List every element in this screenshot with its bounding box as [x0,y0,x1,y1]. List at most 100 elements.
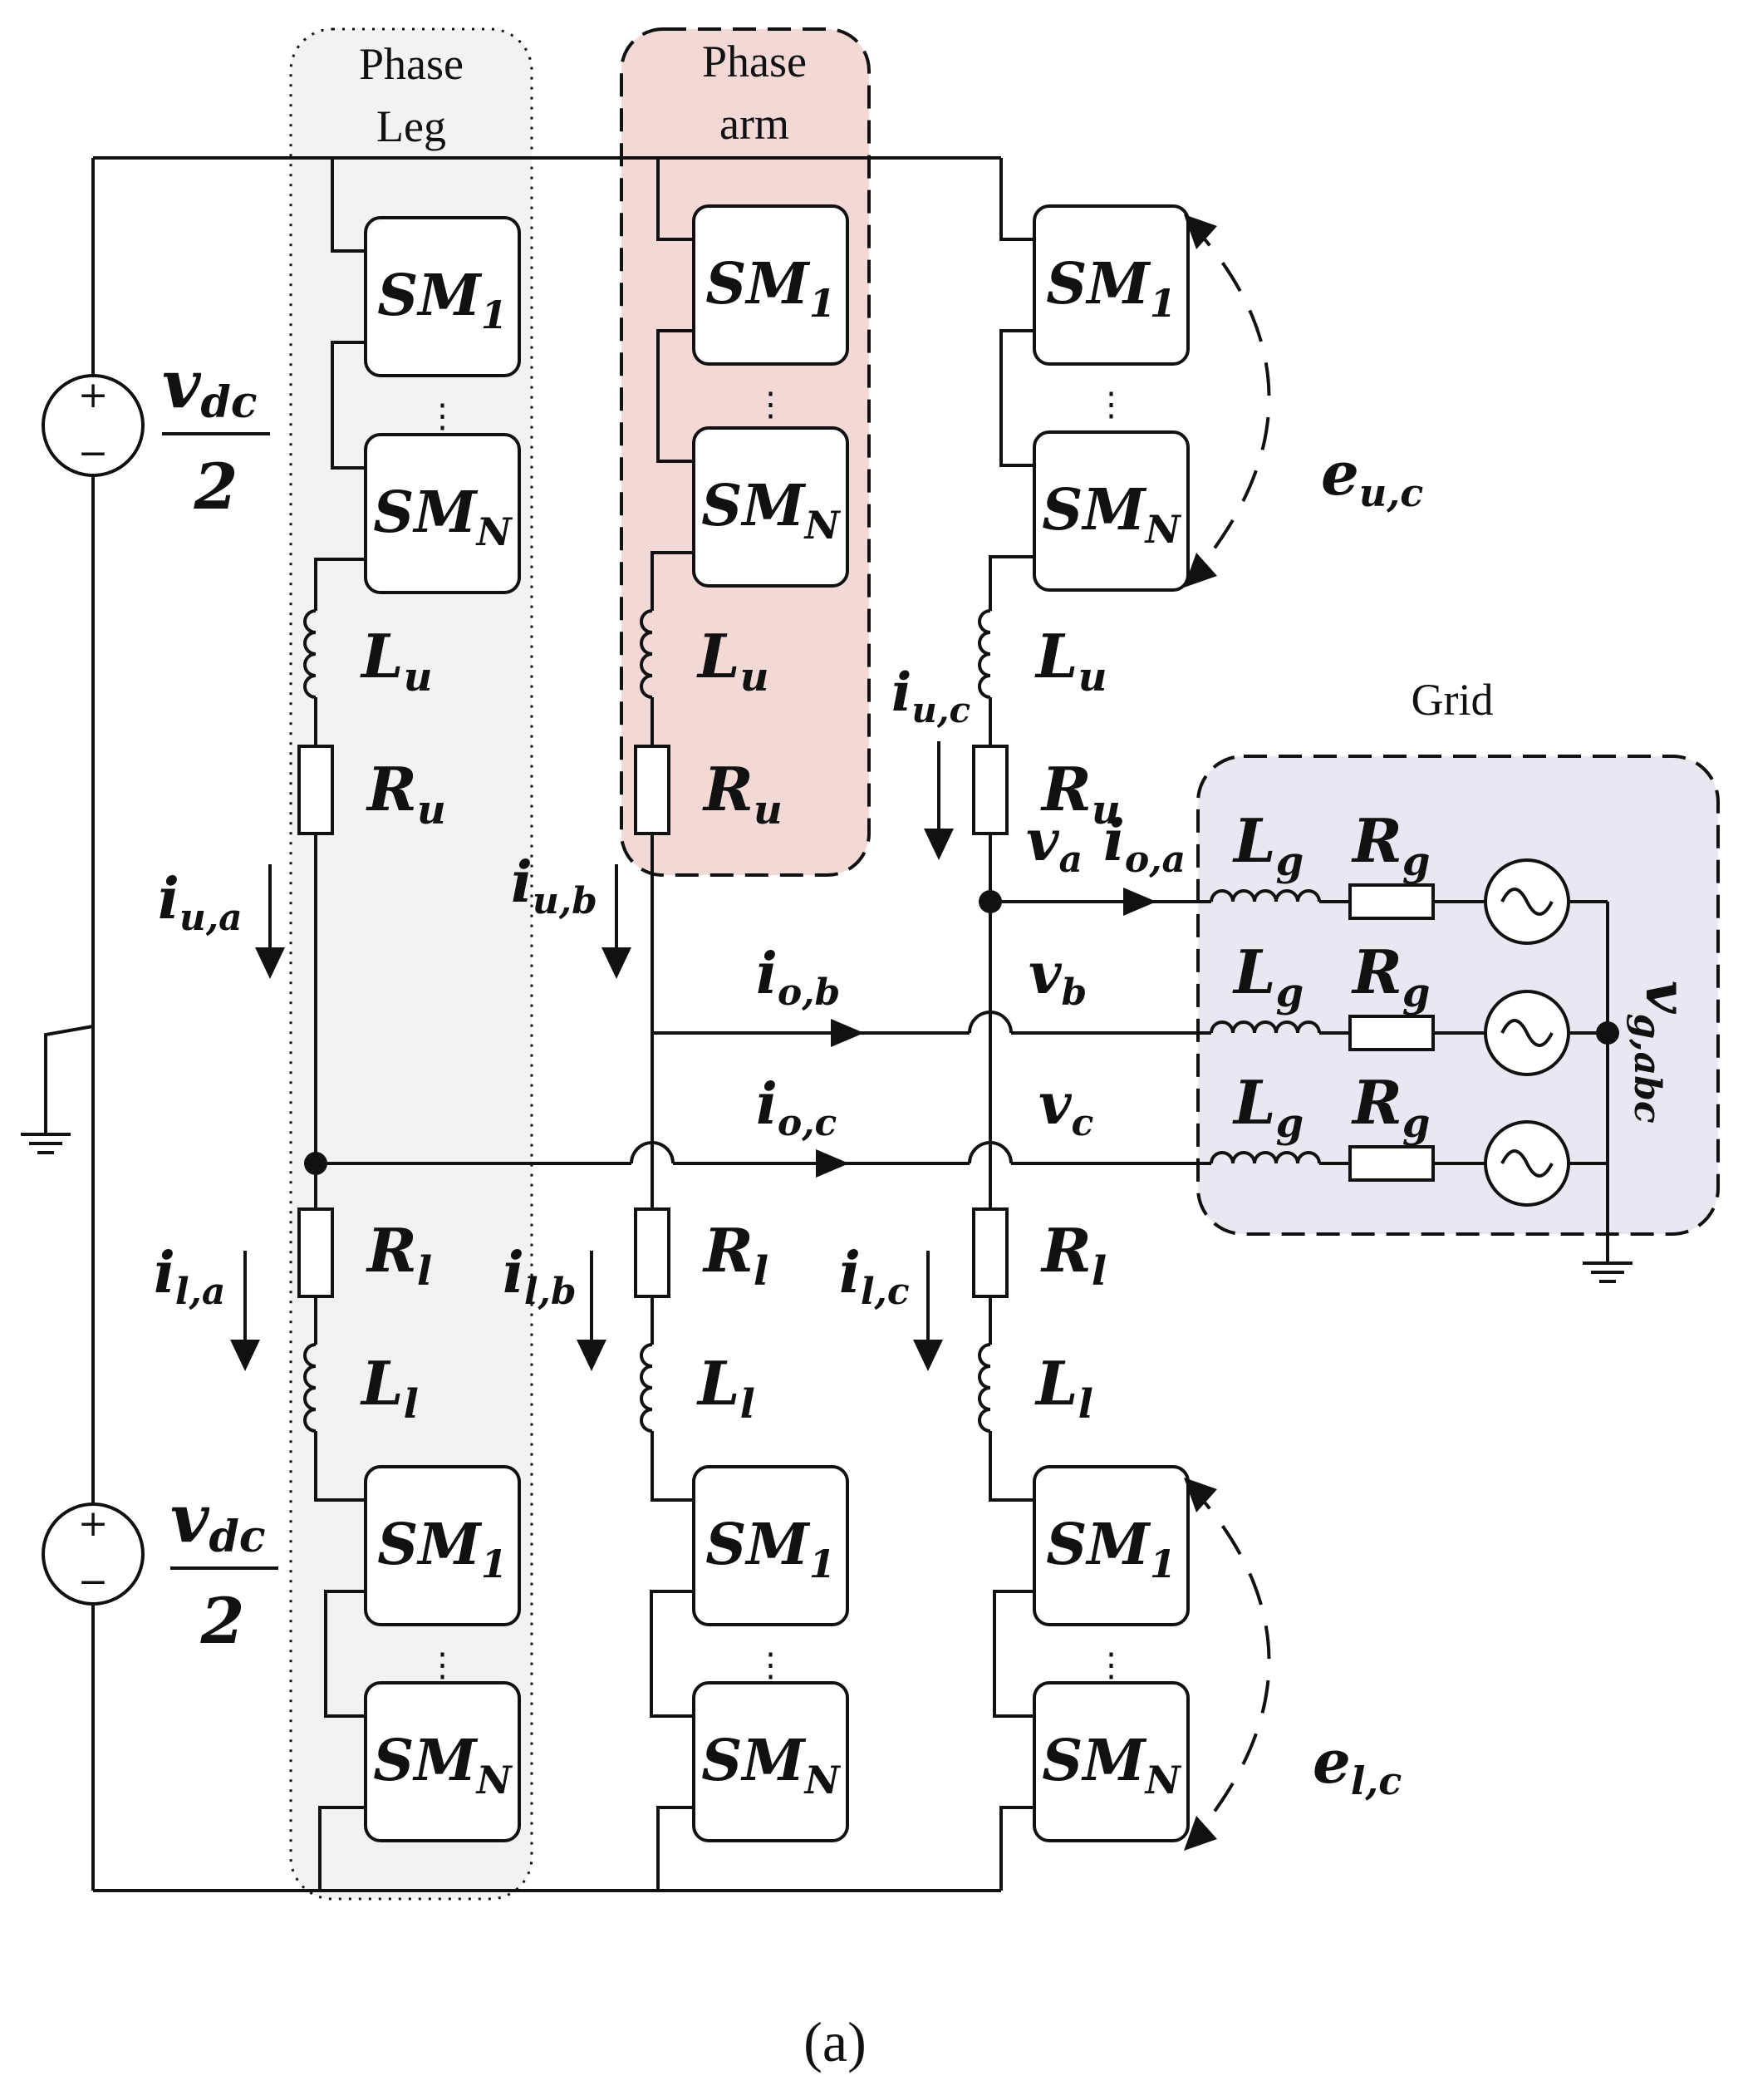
arrow-ilc [913,1251,943,1371]
grid-resistor-a [1348,883,1435,920]
lower-smN-b [692,1681,849,1842]
vdc-half-label-lower: vdc 2 [170,1479,278,1658]
svg-text:Ll: Ll [696,1348,755,1428]
svg-text:2: 2 [200,1584,245,1658]
label-iub: iu,b [511,849,597,922]
svg-text:Rl: Rl [1040,1215,1107,1295]
lower-resistor-b [634,1207,670,1298]
upper-smN-b [692,426,849,588]
dc-source-upper: + − [42,374,145,477]
svg-text:Rl: Rl [702,1215,768,1295]
lower-sm1-b [692,1465,849,1626]
dc-source-lower: + − [42,1502,145,1606]
label-iua: iu,a [158,866,243,939]
svg-text:SM1: SM1 [377,1512,507,1586]
svg-text:⋮: ⋮ [426,397,459,435]
lower-resistor-a [297,1207,334,1298]
svg-text:SMN: SMN [1042,477,1181,552]
arrow-ioc [816,1149,849,1178]
dc-source-upper-minus: − [78,432,109,475]
svg-text:⋮: ⋮ [1095,1646,1128,1684]
figure-caption: (a) [803,2010,866,2073]
svg-text:Rg: Rg [1351,1067,1430,1147]
svg-text:⋮: ⋮ [1095,386,1128,424]
svg-text:Lg: Lg [1232,1067,1304,1147]
grid-region [1196,755,1720,1236]
label-iuc: iu,c [891,661,970,730]
label-iob: io,b [756,941,840,1014]
ac-output-wires [304,888,1206,1178]
arrow-ilb [577,1251,606,1371]
svg-text:Rl: Rl [366,1215,432,1295]
svg-text:⋮: ⋮ [754,386,788,424]
phase-leg-label-line2: Leg [376,101,446,151]
svg-text:Lu: Lu [696,621,769,701]
svg-text:2: 2 [194,450,238,524]
svg-text:vdc: vdc [162,345,258,428]
upper-sm1-a [364,216,521,377]
svg-text:⋮: ⋮ [754,1646,788,1684]
svg-text:Ll: Ll [360,1348,419,1428]
phase-arm-label-line2: arm [719,99,789,149]
lower-resistor-c [972,1207,1009,1298]
svg-text:Lu: Lu [360,621,433,701]
arrow-ila [230,1251,260,1371]
svg-text:SM1: SM1 [705,251,835,326]
arrow-iob [831,1019,864,1047]
svg-text:SM1: SM1 [377,263,507,337]
label-ilb: il,b [503,1240,577,1313]
arc-elc [1184,1478,1271,1851]
upper-sm1-c [1033,204,1190,366]
label-ioa: io,a [1103,808,1186,881]
svg-text:SM1: SM1 [1046,251,1176,326]
current-labels: iu,a iu,b iu,c il,a il,b il,c io,a io,b … [154,661,1186,1313]
grid-row-c: Lg Rg [1206,1067,1608,1207]
upper-resistor-a [297,745,334,835]
svg-text:⋮: ⋮ [426,1646,459,1684]
upper-resistor-c [972,745,1009,835]
svg-text:SM1: SM1 [1046,1512,1176,1586]
arrow-iub [601,864,631,979]
grid-neutral [1583,902,1633,1283]
svg-text:SM1: SM1 [705,1512,835,1586]
svg-text:Ru: Ru [702,754,783,834]
label-ilc: il,c [839,1240,910,1313]
lower-smN-a [364,1681,521,1842]
arc-euc [1184,214,1271,588]
svg-text:Ru: Ru [366,754,446,834]
svg-text:Rg: Rg [1351,937,1430,1016]
label-va: va [1026,808,1083,881]
upper-resistor-b [634,745,670,835]
dc-source-upper-plus: + [78,374,109,416]
phase-arm-label-line1: Phase [702,37,807,86]
arrow-ioa [1123,888,1156,916]
label-euc: eu,c [1321,438,1423,515]
label-vg: vg,abc [1626,981,1699,1124]
svg-text:SMN: SMN [701,1728,841,1802]
label-elc: el,c [1313,1726,1402,1803]
arrow-iua [255,864,285,979]
grid-resistor-b [1348,1015,1435,1051]
svg-text:SMN: SMN [373,480,513,554]
dc-source-lower-plus: + [78,1502,109,1545]
label-vb: vb [1029,941,1087,1014]
svg-text:SMN: SMN [1042,1728,1181,1802]
svg-text:Rg: Rg [1351,805,1430,885]
voltage-labels: va vb vc vg,abc eu,c el,c [1026,438,1699,1803]
dc-midpoint-ground [21,1025,94,1154]
dc-source-lower-minus: − [78,1561,109,1603]
svg-text:vdc: vdc [170,1479,266,1562]
label-ila: il,a [154,1240,225,1313]
phase-leg-label-line1: Phase [359,39,464,89]
svg-text:SMN: SMN [373,1728,513,1802]
label-vc: vc [1038,1071,1094,1144]
node-va [979,890,1002,913]
svg-text:Lu: Lu [1034,621,1107,701]
